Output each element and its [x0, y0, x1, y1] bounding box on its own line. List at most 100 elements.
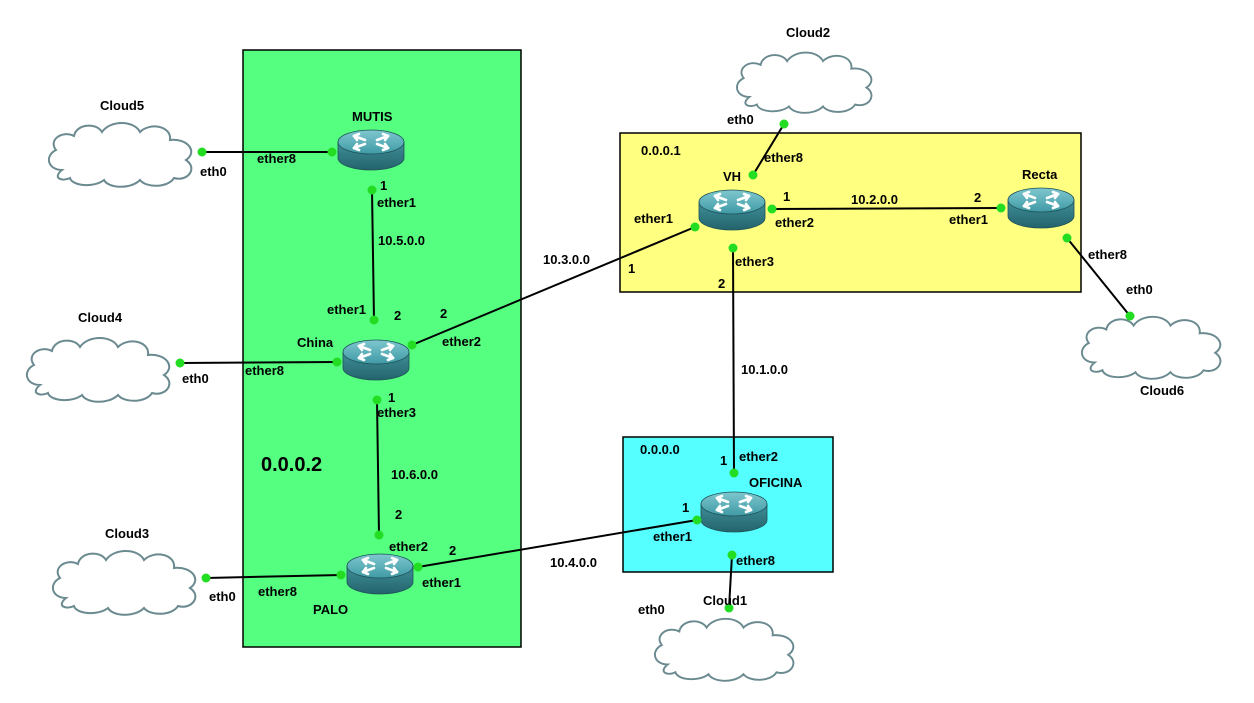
link-palo-cloud3 — [205, 574, 342, 579]
if-vh-ether8: ether8 — [764, 150, 803, 165]
dot — [690, 222, 700, 232]
link-vh-oficina — [732, 247, 735, 474]
port-vh-e2-1: 1 — [783, 189, 790, 204]
links — [179, 123, 1131, 609]
cloud2-icon[interactable] — [735, 51, 873, 114]
link-dots — [175, 119, 1135, 613]
if-palo-ether8: ether8 — [258, 584, 297, 599]
port-vh-e1-1: 1 — [628, 261, 635, 276]
dot — [728, 243, 738, 253]
port-china-2: 2 — [394, 308, 401, 323]
port-china-e2-2: 2 — [440, 306, 447, 321]
if-recta-ether1: ether1 — [949, 212, 988, 227]
cloud3-label: Cloud3 — [105, 526, 149, 541]
cloud5-icon[interactable] — [47, 122, 193, 188]
dot — [372, 395, 382, 405]
port-vh-e3-2: 2 — [718, 276, 725, 291]
cloud4-label: Cloud4 — [78, 310, 123, 325]
dot — [201, 573, 211, 583]
dot — [996, 203, 1006, 213]
network-10-6-0-0: 10.6.0.0 — [391, 467, 438, 482]
dot — [332, 357, 342, 367]
dot — [727, 550, 737, 560]
network-10-3-0-0: 10.3.0.0 — [543, 252, 590, 267]
if-palo-ether2: ether2 — [389, 539, 428, 554]
dot — [336, 570, 346, 580]
port-palo-2: 2 — [395, 507, 402, 522]
dot — [748, 170, 758, 180]
router-vh-icon[interactable] — [698, 188, 766, 232]
dot — [692, 515, 702, 525]
router-vh-label: VH — [723, 169, 741, 184]
cloud2-label: Cloud2 — [786, 25, 830, 40]
link-vh-cloud2 — [752, 123, 785, 176]
router-recta-icon[interactable] — [1007, 186, 1075, 230]
dot — [374, 530, 384, 540]
router-palo-label: PALO — [313, 602, 348, 617]
if-oficina-ether2: ether2 — [739, 449, 778, 464]
if-cloud3-eth0: eth0 — [209, 589, 236, 604]
cloud1-icon[interactable] — [653, 617, 795, 682]
area-0-0-0-0-label: 0.0.0.0 — [640, 442, 680, 457]
dot — [327, 147, 337, 157]
if-cloud5-eth0: eth0 — [200, 164, 227, 179]
router-palo-icon[interactable] — [346, 552, 414, 596]
dot — [369, 315, 379, 325]
if-cloud2-eth0: eth0 — [727, 112, 754, 127]
link-oficina-cloud1 — [728, 554, 733, 609]
cloud1-label: Cloud1 — [703, 593, 747, 608]
dot — [197, 147, 207, 157]
router-mutis-icon[interactable] — [337, 128, 405, 172]
link-palo-oficina — [417, 519, 698, 568]
port-oficina-e2-1: 1 — [720, 453, 727, 468]
area-0-0-0-1-label: 0.0.0.1 — [641, 143, 681, 158]
link-china-palo — [376, 399, 380, 536]
link-mutis-china — [371, 189, 375, 321]
link-recta-cloud6 — [1066, 237, 1131, 317]
dot — [767, 204, 777, 214]
link-china-cloud4 — [179, 361, 338, 364]
dot — [413, 562, 423, 572]
port-mutis-1: 1 — [380, 178, 387, 193]
if-recta-ether8: ether8 — [1088, 247, 1127, 262]
network-10-2-0-0: 10.2.0.0 — [851, 192, 898, 207]
network-10-4-0-0: 10.4.0.0 — [550, 555, 597, 570]
port-recta-2: 2 — [974, 190, 981, 205]
dot — [729, 468, 739, 478]
if-china-ether1: ether1 — [327, 302, 366, 317]
router-china-icon[interactable] — [342, 338, 410, 382]
router-mutis-label: MUTIS — [352, 109, 393, 124]
dot — [367, 185, 377, 195]
router-oficina-icon[interactable] — [700, 490, 768, 534]
if-china-ether2: ether2 — [442, 334, 481, 349]
if-vh-ether3: ether3 — [735, 254, 774, 269]
cloud4-icon[interactable] — [25, 337, 171, 403]
dot — [175, 358, 185, 368]
cloud6-icon[interactable] — [1080, 315, 1222, 380]
port-palo-e1-2: 2 — [449, 543, 456, 558]
dot — [1125, 311, 1135, 321]
cloud3-icon[interactable] — [51, 550, 197, 616]
dot — [724, 603, 734, 613]
port-oficina-e1-1: 1 — [682, 500, 689, 515]
area-0-0-0-1 — [619, 132, 1082, 293]
if-mutis-ether8: ether8 — [257, 151, 296, 166]
if-palo-ether1: ether1 — [422, 575, 461, 590]
link-china-vh — [411, 226, 696, 346]
dot — [1062, 233, 1072, 243]
if-china-ether8: ether8 — [245, 363, 284, 378]
if-cloud4-eth0: eth0 — [182, 371, 209, 386]
dot — [407, 340, 417, 350]
router-china-label: China — [297, 335, 334, 350]
if-vh-ether2: ether2 — [775, 215, 814, 230]
cloud5-label: Cloud5 — [100, 98, 144, 113]
if-cloud6-eth0: eth0 — [1126, 282, 1153, 297]
network-10-5-0-0: 10.5.0.0 — [378, 233, 425, 248]
if-mutis-ether1: ether1 — [377, 195, 416, 210]
if-oficina-ether1: ether1 — [653, 529, 692, 544]
cloud6-label: Cloud6 — [1140, 383, 1184, 398]
router-recta-label: Recta — [1022, 167, 1058, 182]
if-china-ether3: ether3 — [377, 405, 416, 420]
network-10-1-0-0: 10.1.0.0 — [741, 362, 788, 377]
